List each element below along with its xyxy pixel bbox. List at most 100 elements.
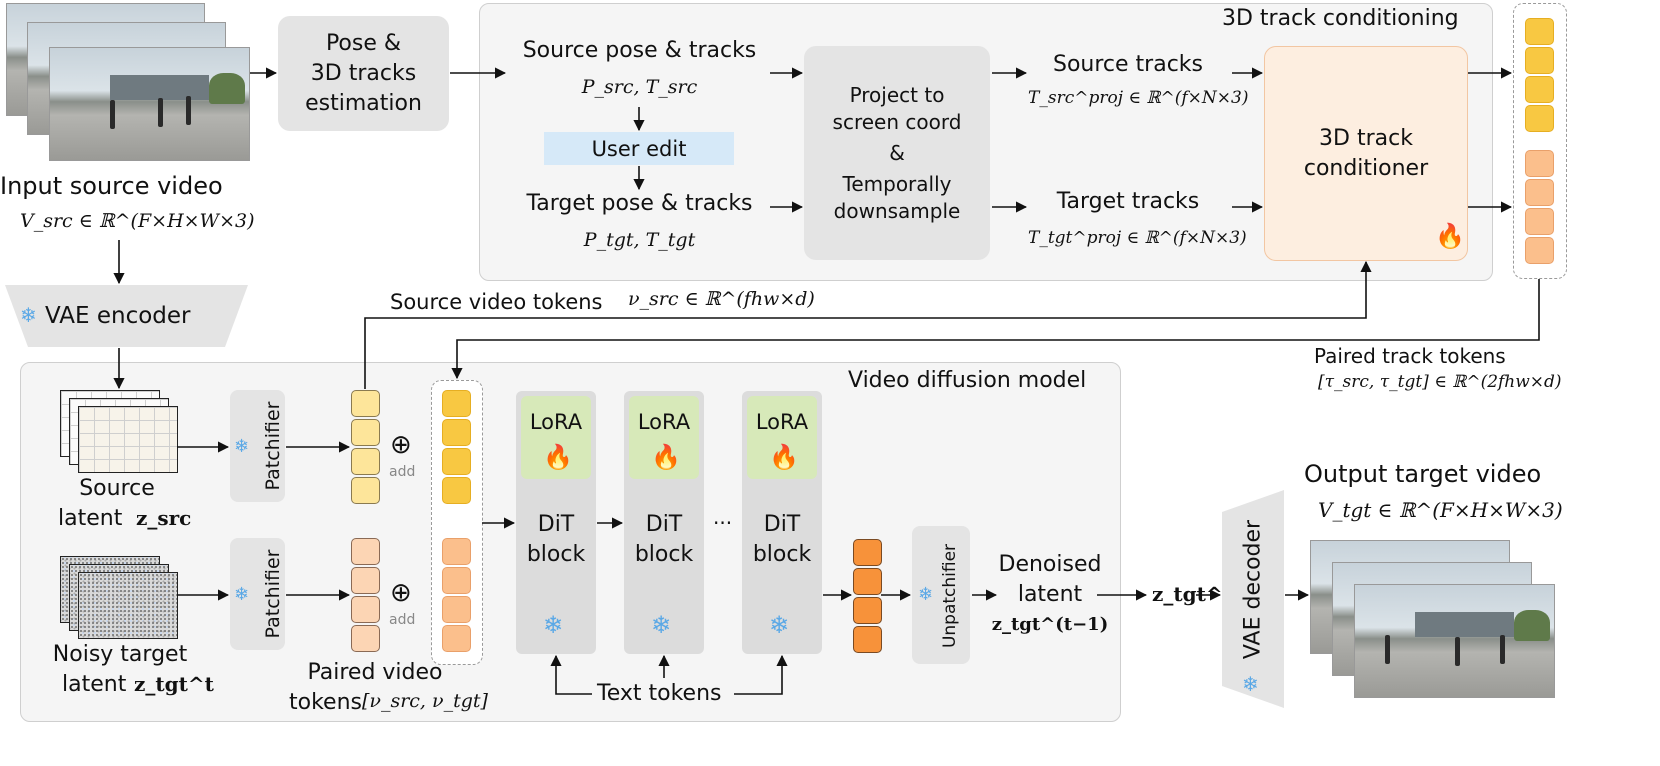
- noisy-latent-line1: Noisy target: [52, 642, 188, 667]
- source-latent-frame-3: [78, 406, 178, 473]
- paired-token-tgt-1: [442, 538, 471, 565]
- denoised-line2: latent: [1017, 582, 1083, 607]
- pose-estimation-line1: Pose &: [325, 30, 402, 56]
- snowflake-icon: ❄: [543, 611, 564, 639]
- snowflake-icon: ❄: [234, 436, 250, 457]
- source-video-tokens-formula: ν_src ∈ ℝ^(fhw×d): [628, 288, 815, 310]
- lora-2: [629, 396, 699, 479]
- source-tracks-formula: T_src^proj ∈ ℝ^(f×N×3): [1028, 88, 1249, 108]
- target-pose-label: Target pose & tracks: [526, 191, 753, 216]
- conditioner-line2: conditioner: [1303, 155, 1429, 181]
- noisy-latent-line2: latent: [62, 672, 127, 697]
- project-line1: Project to: [849, 82, 945, 107]
- paired-video-tokens-formula: [ν_src, ν_tgt]: [362, 690, 488, 712]
- input-video-frame-3: [49, 47, 250, 161]
- project-line5: downsample: [833, 198, 961, 223]
- target-pose-formula: P_tgt, T_tgt: [583, 229, 696, 251]
- source-patch-token-1: [351, 390, 380, 417]
- noisy-latent-symbol: z_tgt^t: [134, 672, 214, 696]
- target-tracks-label: Target tracks: [1056, 189, 1200, 214]
- output-video-frame-3: [1354, 584, 1555, 698]
- paired-token-src-2: [442, 419, 471, 446]
- diffusion-panel-title: Video diffusion model: [848, 368, 1087, 393]
- fire-icon: 🔥: [651, 443, 681, 471]
- paired-video-tokens-line2: tokens: [289, 690, 362, 715]
- dit-2-line2: block: [634, 542, 694, 567]
- target-patch-token-4: [351, 625, 380, 652]
- paired-token-src-3: [442, 448, 471, 475]
- paired-track-tokens-formula: [τ_src, τ_tgt] ∈ ℝ^(2fhw×d): [1318, 372, 1562, 392]
- add-label-source: add: [389, 464, 416, 480]
- source-patch-token-4: [351, 477, 380, 504]
- target-patch-token-3: [351, 596, 380, 623]
- lora-3: [747, 396, 817, 479]
- track-token-src-1: [1525, 18, 1554, 45]
- track-token-tgt-4: [1525, 237, 1554, 264]
- paired-token-tgt-3: [442, 596, 471, 623]
- vae-encoder-label: VAE encoder: [45, 303, 191, 329]
- user-edit-box[interactable]: User edit: [544, 132, 734, 165]
- paired-track-tokens-label: Paired track tokens: [1314, 344, 1506, 368]
- source-video-tokens-label: Source video tokens: [390, 290, 603, 314]
- paired-token-tgt-2: [442, 567, 471, 594]
- source-pose-label: Source pose & tracks: [522, 38, 757, 63]
- source-pose-formula: P_src, T_src: [581, 76, 698, 98]
- target-patch-token-1: [351, 538, 380, 565]
- lora-2-label: LoRA: [637, 410, 691, 434]
- pose-estimation-line3: estimation: [305, 90, 422, 116]
- target-tracks-formula: T_tgt^proj ∈ ℝ^(f×N×3): [1028, 228, 1247, 248]
- output-token-1: [853, 539, 882, 566]
- lora-3-label: LoRA: [755, 410, 809, 434]
- fire-icon: 🔥: [769, 443, 799, 471]
- input-video-formula: V_src ∈ ℝ^(F×H×W×3): [20, 210, 255, 232]
- snowflake-icon: ❄: [20, 303, 37, 327]
- paired-token-src-1: [442, 390, 471, 417]
- paired-token-tgt-4: [442, 625, 471, 652]
- dit-2-line1: DiT: [645, 512, 683, 537]
- dit-ellipsis: ···: [713, 511, 733, 535]
- fire-icon: 🔥: [543, 443, 573, 471]
- fire-icon: 🔥: [1435, 222, 1465, 250]
- vae-encoder-shape: [5, 285, 248, 347]
- output-video-formula: V_tgt ∈ ℝ^(F×H×W×3): [1318, 498, 1563, 522]
- target-patch-token-2: [351, 567, 380, 594]
- output-token-2: [853, 568, 882, 595]
- unpatchifier: [912, 526, 970, 664]
- user-edit-label: User edit: [591, 136, 687, 161]
- snowflake-icon: ❄: [234, 584, 250, 605]
- output-token-4: [853, 626, 882, 653]
- source-patch-token-3: [351, 448, 380, 475]
- source-latent-line1: Source: [79, 476, 155, 501]
- noisy-latent-frame-3: [78, 572, 178, 639]
- track-panel-title: 3D track conditioning: [1222, 6, 1459, 31]
- add-plus-source: ⊕: [390, 430, 412, 460]
- track-token-tgt-2: [1525, 179, 1554, 206]
- track-token-tgt-3: [1525, 208, 1554, 235]
- project-downsample-box: Project to screen coord & Temporally dow…: [804, 46, 990, 260]
- paired-token-src-4: [442, 477, 471, 504]
- track-token-src-3: [1525, 76, 1554, 103]
- conditioner-line1: 3D track: [1319, 125, 1413, 151]
- vae-decoder-shape: [1222, 490, 1284, 708]
- project-line4: Temporally: [842, 171, 952, 196]
- source-latent-symbol: z_src: [136, 506, 192, 530]
- text-tokens-label: Text tokens: [597, 681, 722, 706]
- track-token-src-4: [1525, 105, 1554, 132]
- patchifier-source: [230, 390, 285, 502]
- input-video-title: Input source video: [0, 172, 223, 200]
- snowflake-icon: ❄: [1242, 672, 1259, 696]
- add-label-target: add: [389, 612, 416, 628]
- add-plus-target: ⊕: [390, 578, 412, 608]
- output-token-3: [853, 597, 882, 624]
- project-line3: &: [889, 140, 905, 165]
- pose-estimation-box: Pose & 3D tracks estimation: [278, 16, 449, 131]
- denoised-line1: Denoised: [998, 552, 1102, 577]
- dit-3-line1: DiT: [763, 512, 801, 537]
- dit-1-line1: DiT: [537, 512, 575, 537]
- source-patch-token-2: [351, 419, 380, 446]
- project-line2: screen coord: [832, 109, 962, 134]
- snowflake-icon: ❄: [769, 611, 790, 639]
- output-video-title: Output target video: [1304, 460, 1542, 488]
- denoised-symbol: z_tgt^(t−1): [991, 614, 1109, 635]
